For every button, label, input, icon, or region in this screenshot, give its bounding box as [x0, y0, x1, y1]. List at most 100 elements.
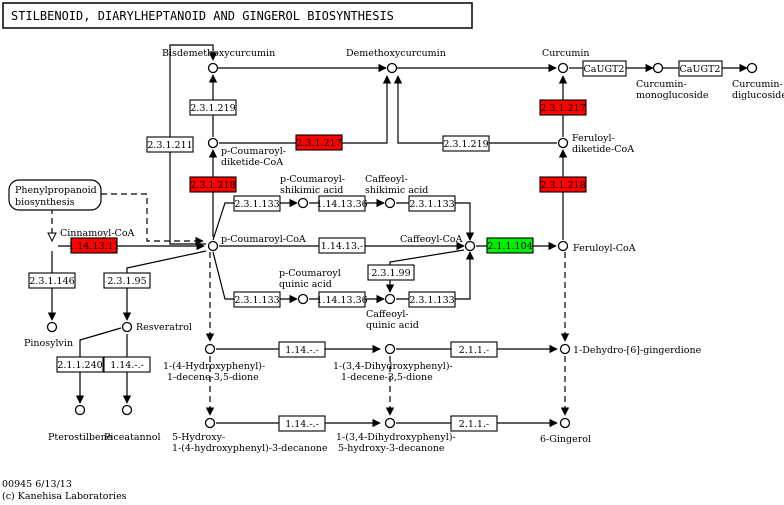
- enzyme-label: 2.3.1.99: [371, 268, 410, 279]
- compound-label: Caffeoyl-CoA: [400, 234, 463, 245]
- node-bisdemethoxycurcumin[interactable]: [207, 62, 219, 74]
- node-feruloyl-diketide[interactable]: [557, 137, 569, 149]
- enzyme-label: 2.3.1.218: [190, 180, 235, 191]
- enzyme-label: 2.3.1.133: [234, 199, 279, 210]
- enzyme-2-3-1-217-right[interactable]: [539, 99, 587, 116]
- node-p-coumaroyl-shikimic[interactable]: [297, 197, 309, 209]
- node-p-coumaroyl-diketide[interactable]: [207, 137, 219, 149]
- compound-label: Piceatannol: [104, 432, 161, 443]
- compound-label: diketide-CoA: [221, 157, 283, 168]
- dashed-lines: [51, 193, 570, 416]
- map-id: 00945 6/13/13: [2, 479, 72, 490]
- compound-label: Caffeoyl-: [366, 309, 409, 320]
- enzyme-label: 2.1.1.240: [57, 360, 102, 371]
- enzyme-2-3-1-217-mid[interactable]: [295, 134, 343, 151]
- compound-label: p-Coumaroyl-CoA: [221, 234, 306, 245]
- compound-label: 1-(4-Hydroxyphenyl)-: [163, 361, 265, 372]
- node-p-coumaroyl-coa[interactable]: [207, 240, 219, 252]
- node-caffeoyl-shikimic[interactable]: [384, 197, 396, 209]
- node-dihydroxyphenyl-decenedione[interactable]: [384, 343, 396, 355]
- pathway-link-line2: biosynthesis: [15, 197, 75, 208]
- node-curcumin-monoglucoside[interactable]: [652, 62, 664, 74]
- enzyme-labels: CaUGT2 CaUGT2 2.3.1.219 2.3.1.211 2.3.1.…: [29, 64, 720, 430]
- compound-label: 1-(3,4-Dihydroxyphenyl)-: [333, 361, 453, 372]
- enzyme-label: 2.3.1.219: [190, 103, 235, 114]
- enzyme-1-14-dash-a[interactable]: [103, 356, 151, 373]
- node-pinosylvin[interactable]: [46, 321, 58, 333]
- enzyme-label: 2.1.1.-: [459, 345, 489, 356]
- compound-label: quinic acid: [279, 279, 332, 290]
- open-arrow-icon: [47, 232, 57, 243]
- compound-label: Cinnamoyl-CoA: [60, 228, 135, 239]
- pathway-link-phenylpropanoid[interactable]: Phenylpropanoid biosynthesis: [8, 179, 102, 211]
- enzyme-2-1-1-dash-a[interactable]: [450, 341, 498, 358]
- node-pterostilbene[interactable]: [74, 404, 86, 416]
- compound-label: Caffeoyl-: [365, 174, 408, 185]
- enzyme-2-1-1-104[interactable]: [486, 237, 534, 254]
- compound-nodes[interactable]: [46, 62, 758, 429]
- enzyme-2-3-1-218-right[interactable]: [539, 176, 587, 193]
- node-caffeoyl-coa[interactable]: [464, 240, 476, 252]
- compound-label: Curcumin-: [636, 79, 687, 90]
- compound-label: p-Coumaroyl-: [221, 146, 286, 157]
- enzyme-2-3-1-133-c[interactable]: [233, 291, 281, 308]
- node-hydroxyphenyl-decenedione[interactable]: [204, 343, 216, 355]
- node-resveratrol[interactable]: [121, 321, 133, 333]
- enzyme-1-14-13-dash[interactable]: [318, 237, 366, 254]
- enzyme-2-3-1-146[interactable]: [28, 272, 76, 289]
- compound-label: 5-hydroxy-3-decanone: [338, 443, 445, 454]
- enzyme-label: 2.3.1.217: [296, 138, 341, 149]
- enzyme-2-3-1-133-a[interactable]: [233, 195, 281, 212]
- enzyme-1-14-dash-b[interactable]: [278, 341, 326, 358]
- enzyme-2-3-1-95[interactable]: [103, 272, 151, 289]
- compound-label: p-Coumaroyl: [279, 268, 341, 279]
- enzyme-label: 2.1.1.104: [487, 241, 532, 252]
- compound-label: Pterostilbene: [48, 432, 113, 443]
- enzyme-2-3-1-99[interactable]: [367, 264, 415, 281]
- enzyme-2-1-1-dash-b[interactable]: [450, 415, 498, 432]
- enzyme-label: 2.3.1.95: [107, 276, 146, 287]
- enzyme-2-3-1-133-b[interactable]: [408, 195, 456, 212]
- node-demethoxycurcumin[interactable]: [386, 62, 398, 74]
- enzyme-label: 2.1.1.-: [459, 419, 489, 430]
- enzyme-1-14-13-11[interactable]: [70, 237, 118, 254]
- node-feruloyl-coa[interactable]: [557, 240, 569, 252]
- node-hydroxy-decanone[interactable]: [204, 417, 216, 429]
- enzyme-2-3-1-219-top[interactable]: [189, 99, 237, 116]
- enzyme-label: 1.14.-.-: [285, 345, 319, 356]
- enzyme-boxes[interactable]: [28, 60, 723, 432]
- compound-label: Curcumin: [542, 48, 590, 59]
- enzyme-label: 2.3.1.211: [147, 140, 192, 151]
- enzyme-2-3-1-219-mid[interactable]: [442, 135, 490, 152]
- compound-label: diglucoside: [732, 90, 784, 101]
- copyright: (c) Kanehisa Laboratories: [2, 491, 127, 502]
- node-dihydroxyphenyl-decanone[interactable]: [384, 417, 396, 429]
- enzyme-calugt2-b[interactable]: [678, 60, 723, 77]
- node-gingerol[interactable]: [559, 417, 571, 429]
- node-p-coumaroyl-quinic[interactable]: [297, 293, 309, 305]
- enzyme-1-14-dash-c[interactable]: [278, 415, 326, 432]
- enzyme-label: 1.14.13.11: [68, 241, 119, 252]
- compound-label: p-Coumaroyl-: [280, 174, 345, 185]
- enzyme-1-14-13-36-b[interactable]: [318, 291, 366, 308]
- node-dehydro-gingerdione[interactable]: [559, 343, 571, 355]
- compound-label: 5-Hydroxy-: [172, 432, 225, 443]
- enzyme-calugt2-a[interactable]: [582, 60, 627, 77]
- node-caffeoyl-quinic[interactable]: [384, 293, 396, 305]
- enzyme-label: 2.3.1.133: [409, 295, 454, 306]
- compound-label: monoglucoside: [636, 90, 709, 101]
- enzyme-2-3-1-133-d[interactable]: [408, 291, 456, 308]
- enzyme-2-1-1-240[interactable]: [56, 356, 104, 373]
- enzyme-2-3-1-218-left[interactable]: [189, 176, 237, 193]
- enzyme-label: 1.14.13.36: [316, 199, 367, 210]
- node-curcumin[interactable]: [557, 62, 569, 74]
- enzyme-1-14-13-36-a[interactable]: [318, 195, 366, 212]
- node-piceatannol[interactable]: [121, 404, 133, 416]
- node-curcumin-diglucoside[interactable]: [746, 62, 758, 74]
- compound-label: 1-decene-3,5-dione: [167, 372, 259, 383]
- compound-label: Feruloyl-CoA: [573, 243, 636, 254]
- compound-label: Resveratrol: [136, 322, 192, 333]
- compound-label: Bisdemethoxycurcumin: [162, 48, 275, 59]
- enzyme-2-3-1-211[interactable]: [146, 136, 194, 153]
